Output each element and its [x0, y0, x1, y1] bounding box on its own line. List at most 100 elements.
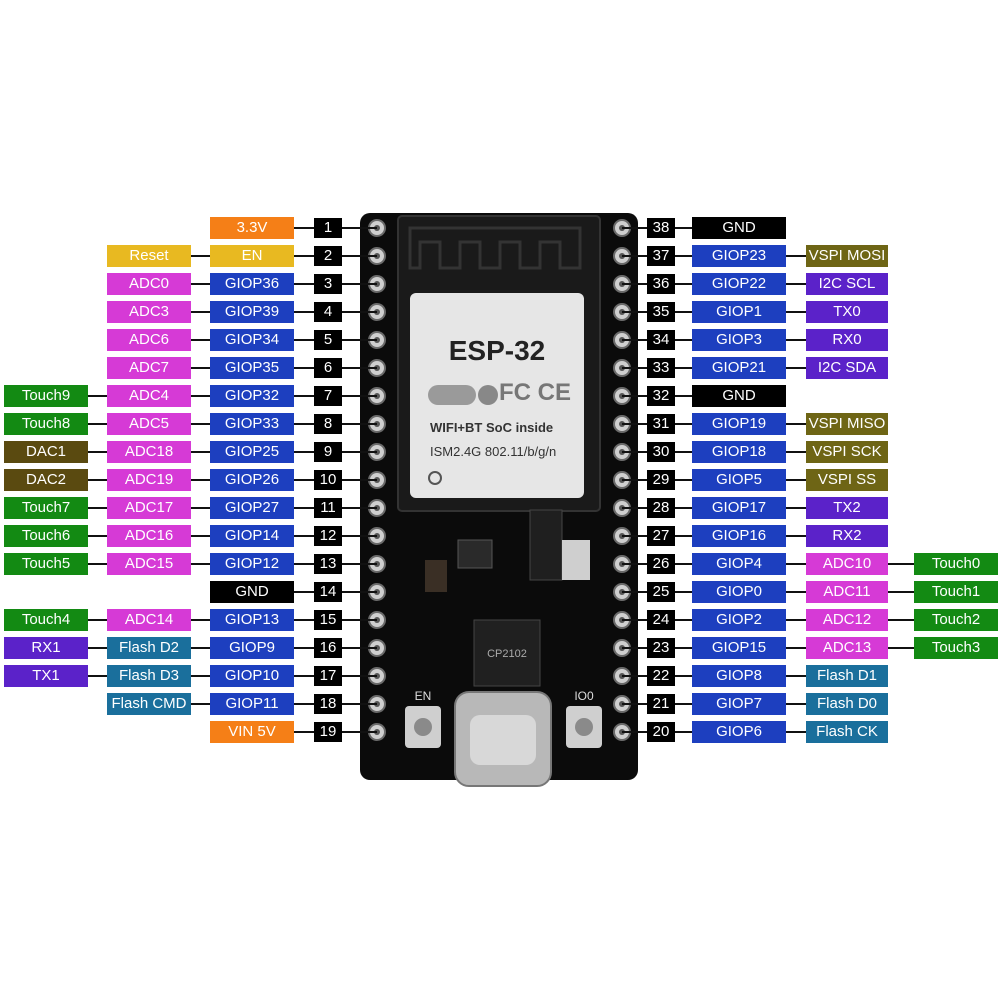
pin-number: 11: [314, 498, 342, 518]
pin-connector-line: [622, 619, 954, 621]
pin-number: 13: [314, 554, 342, 574]
pin-number: 36: [647, 274, 675, 294]
chip-label: CP2102: [487, 648, 527, 660]
pin-label: EN: [210, 245, 294, 267]
pin-number: 1: [314, 218, 342, 238]
pin-label: TX2: [806, 497, 888, 519]
pin-label: RX1: [4, 637, 88, 659]
pin-label: GIOP17: [692, 497, 786, 519]
pin-label: 3.3V: [210, 217, 294, 239]
pin-label: GIOP1: [692, 301, 786, 323]
pin-label: GIOP10: [210, 665, 294, 687]
pin-label: I2C SCL: [806, 273, 888, 295]
pin-label: ADC14: [107, 609, 191, 631]
pin-label: Touch3: [914, 637, 998, 659]
pin-number: 26: [647, 554, 675, 574]
pin-number: 16: [314, 638, 342, 658]
pin-number: 28: [647, 498, 675, 518]
pin-number: 6: [314, 358, 342, 378]
pin-number: 5: [314, 330, 342, 350]
pin-number: 27: [647, 526, 675, 546]
pin-connector-line: [622, 227, 732, 229]
pin-label: Flash D1: [806, 665, 888, 687]
pin-label: Flash D0: [806, 693, 888, 715]
pin-label: Touch1: [914, 581, 998, 603]
usb-uart-chip: [473, 619, 541, 687]
pin-label: Flash D2: [107, 637, 191, 659]
pin-number: 21: [647, 694, 675, 714]
io0-label: IO0: [574, 689, 594, 703]
pin-label: GIOP26: [210, 469, 294, 491]
pin-label: ADC17: [107, 497, 191, 519]
pin-label: TX0: [806, 301, 888, 323]
pin-label: Touch7: [4, 497, 88, 519]
pin-label: Touch8: [4, 413, 88, 435]
pin-label: VSPI SS: [806, 469, 888, 491]
pin-number: 7: [314, 386, 342, 406]
pin-number: 15: [314, 610, 342, 630]
pin-label: RX2: [806, 525, 888, 547]
pin-label: GIOP35: [210, 357, 294, 379]
pin-connector-line: [250, 227, 377, 229]
pin-number: 23: [647, 638, 675, 658]
pin-label: ADC0: [107, 273, 191, 295]
pin-connector-line: [250, 591, 377, 593]
pin-number: 12: [314, 526, 342, 546]
pin-label: GIOP34: [210, 329, 294, 351]
capacitor-2: [562, 540, 590, 580]
pin-number: 8: [314, 414, 342, 434]
pin-number: 32: [647, 386, 675, 406]
pin-label: ADC16: [107, 525, 191, 547]
pin-label: GIOP14: [210, 525, 294, 547]
pin-label: Reset: [107, 245, 191, 267]
pin-label: GIOP39: [210, 301, 294, 323]
module-line1: WIFI+BT SoC inside: [430, 420, 553, 435]
component-1: [425, 560, 447, 592]
pin-label: ADC19: [107, 469, 191, 491]
pin-label: GIOP13: [210, 609, 294, 631]
pin-number: 10: [314, 470, 342, 490]
pin-label: TX1: [4, 665, 88, 687]
pin-label: ADC15: [107, 553, 191, 575]
pin-label: GIOP12: [210, 553, 294, 575]
pin-connector-line: [622, 647, 954, 649]
pin-number: 30: [647, 442, 675, 462]
pin-connector-line: [622, 563, 954, 565]
pin-label: DAC1: [4, 441, 88, 463]
pin-label: Touch4: [4, 609, 88, 631]
pin-label: GIOP27: [210, 497, 294, 519]
pin-label: GIOP6: [692, 721, 786, 743]
pin-number: 17: [314, 666, 342, 686]
pin-label: ADC7: [107, 357, 191, 379]
pin-label: GND: [210, 581, 294, 603]
pin-label: GND: [692, 385, 786, 407]
pin-label: GIOP8: [692, 665, 786, 687]
pin-number: 19: [314, 722, 342, 742]
wifi-logo: [428, 385, 476, 405]
pin-label: VIN 5V: [210, 721, 294, 743]
pin-number: 31: [647, 414, 675, 434]
pin-number: 18: [314, 694, 342, 714]
pin-label: GIOP7: [692, 693, 786, 715]
pin-number: 14: [314, 582, 342, 602]
pin-label: GIOP33: [210, 413, 294, 435]
pin-label: GIOP11: [210, 693, 294, 715]
pin-label: ADC6: [107, 329, 191, 351]
module-title: ESP-32: [449, 335, 546, 366]
pin-label: Flash D3: [107, 665, 191, 687]
pin-connector-line: [622, 591, 954, 593]
pin-label: RX0: [806, 329, 888, 351]
pin-label: GIOP15: [692, 637, 786, 659]
pin-label: I2C SDA: [806, 357, 888, 379]
pin-label: ADC10: [806, 553, 888, 575]
pin-label: VSPI MISO: [806, 413, 888, 435]
pin-label: GIOP0: [692, 581, 786, 603]
fcc-mark: FC CE: [499, 379, 571, 406]
pin-label: Flash CMD: [107, 693, 191, 715]
pin-number: 3: [314, 274, 342, 294]
pin-label: ADC11: [806, 581, 888, 603]
pin-label: ADC13: [806, 637, 888, 659]
pin-label: Touch2: [914, 609, 998, 631]
